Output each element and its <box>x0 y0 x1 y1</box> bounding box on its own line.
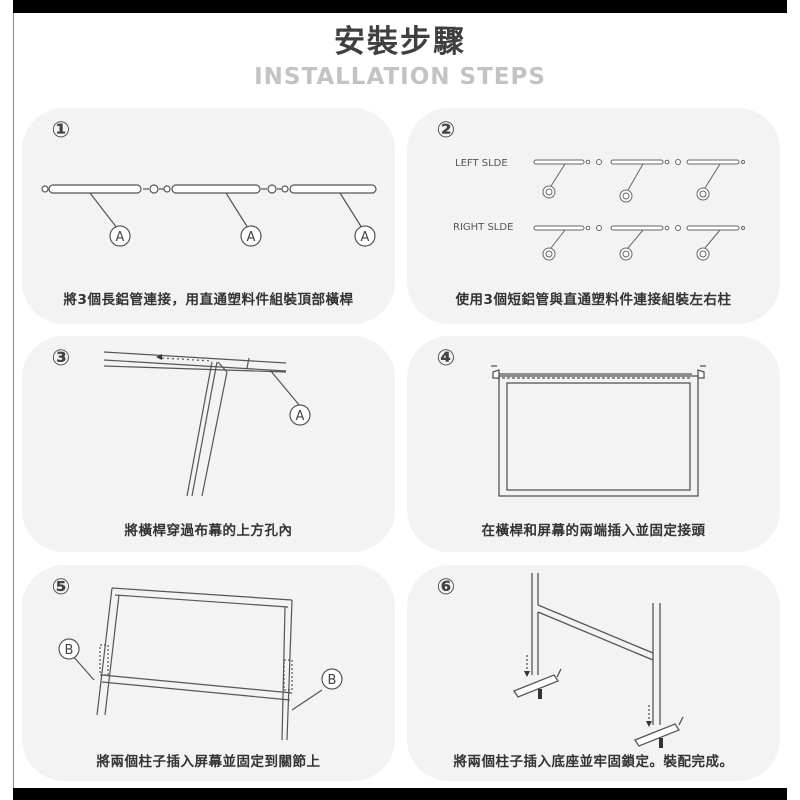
left-side-label: LEFT SLDE <box>455 158 508 169</box>
step-number: ④ <box>436 346 456 371</box>
part-label-a: A <box>361 230 370 245</box>
left-edge-line <box>13 13 14 788</box>
step-caption: 將兩個柱子插入底座並牢固鎖定。裝配完成。 <box>453 754 734 770</box>
step-number: ⑤ <box>51 575 71 600</box>
part-label-a: A <box>296 409 305 424</box>
step-4-panel: ④ 在橫桿和屏幕的兩端插入並固定接頭 <box>407 336 780 552</box>
step-caption: 將兩個柱子插入屏幕並固定到關節上 <box>96 754 321 770</box>
bottom-black-bar <box>13 788 787 800</box>
step-caption: 使用3個短鋁管與直通塑料件連接組裝左右柱 <box>455 292 732 308</box>
step-1-diagram: A A A <box>41 184 377 247</box>
step-number: ① <box>51 118 71 143</box>
step-5-panel: ⑤ B B 將兩個柱子插入屏幕並固定到關節上 <box>22 565 395 781</box>
step-3-panel: ③ A 將橫桿穿過布幕的上方孔內 <box>22 336 395 552</box>
part-label-b: B <box>328 673 337 688</box>
step-6-panel: ⑥ 將兩個柱子插入底座並牢固鎖定。裝配完成。 <box>407 565 780 781</box>
step-1-panel: ① A A A <box>22 108 395 324</box>
step-4-diagram <box>491 365 706 497</box>
part-label-a: A <box>116 230 125 245</box>
step-2-panel: ② LEFT SLDE RIGHT SLDE <box>407 108 780 324</box>
part-label-a: A <box>247 230 256 245</box>
step-caption: 在橫桿和屏幕的兩端插入並固定接頭 <box>481 523 706 539</box>
step-3-diagram: A <box>103 351 311 497</box>
page-title: 安裝步驟 <box>334 24 466 60</box>
step-caption: 將3個長鋁管連接，用直通塑料件組裝頂部橫桿 <box>63 292 354 308</box>
step-number: ⑥ <box>436 575 456 600</box>
step-5-diagram: B B <box>58 587 343 741</box>
step-6-diagram <box>513 573 684 748</box>
step-number: ③ <box>51 346 71 371</box>
page-subtitle: INSTALLATION STEPS <box>254 64 546 90</box>
step-2-diagram <box>533 159 745 261</box>
step-number: ② <box>436 118 456 143</box>
top-black-bar <box>13 0 787 13</box>
step-caption: 將橫桿穿過布幕的上方孔內 <box>124 523 293 539</box>
right-side-label: RIGHT SLDE <box>453 222 514 233</box>
part-label-b: B <box>65 643 74 658</box>
page-header: 安裝步驟 INSTALLATION STEPS <box>0 22 800 92</box>
